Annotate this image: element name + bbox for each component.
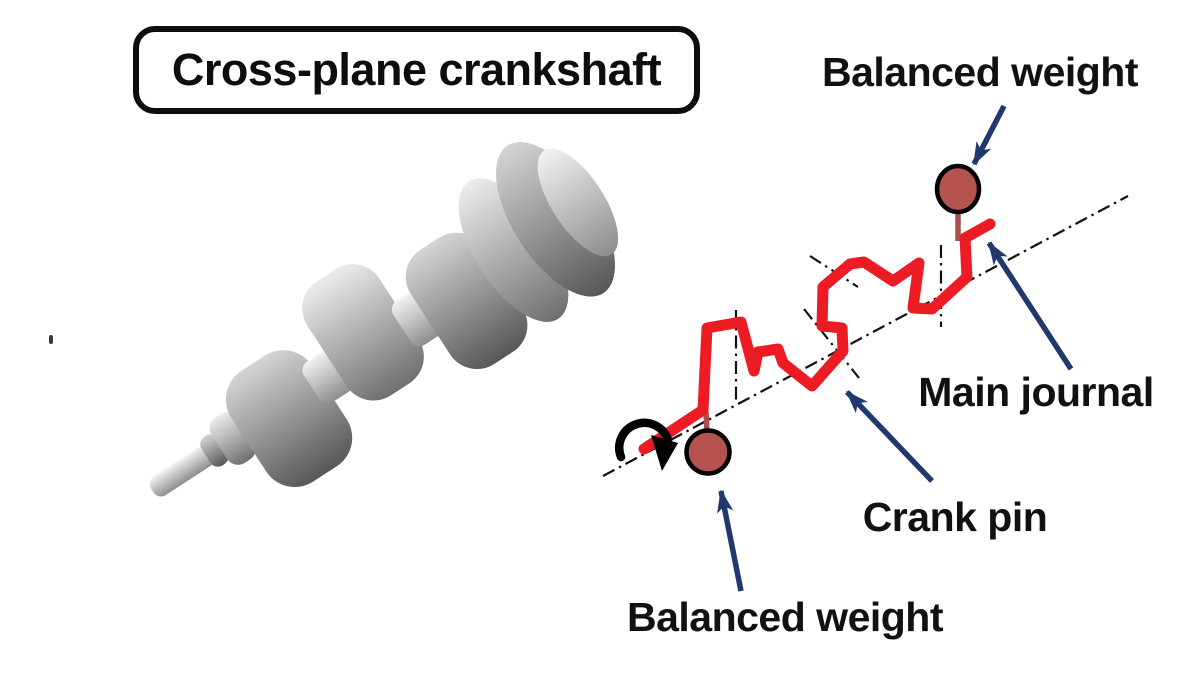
label-crank-pin: Crank pin — [862, 494, 1048, 540]
oblique-centerline-1 — [803, 308, 860, 379]
stray-mark — [49, 335, 53, 344]
arrow-crank-pin — [845, 390, 934, 483]
label-main-journal: Main journal — [918, 369, 1154, 415]
rotation-arrow-icon — [615, 418, 678, 471]
arrow-main-journal — [986, 241, 1074, 371]
label-balanced-weight-top: Balanced weight — [821, 49, 1139, 95]
balanced-weight-marker-bottom — [684, 428, 732, 476]
arrow-balanced-weight-bottom — [717, 489, 744, 592]
crankshaft-3d-image — [149, 142, 619, 497]
label-balanced-weight-bottom: Balanced weight — [626, 594, 944, 640]
axis-centerline — [602, 195, 1129, 477]
crankshaft-schematic-path — [638, 218, 996, 455]
page-title: Cross-plane crankshaft — [133, 26, 700, 114]
balanced-weight-marker-top — [934, 163, 982, 215]
arrow-balanced-weight-top — [971, 104, 1007, 166]
